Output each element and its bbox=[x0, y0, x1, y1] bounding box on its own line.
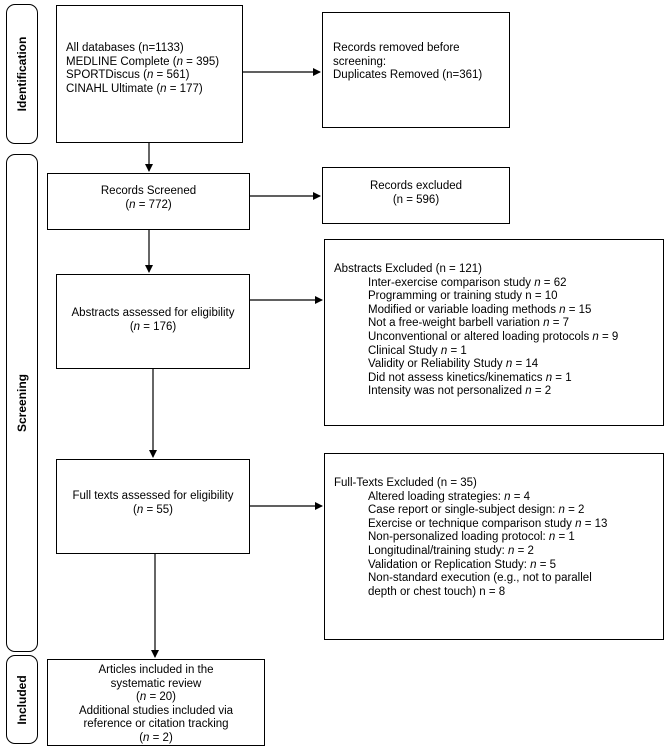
screened-count: (n = 772) bbox=[125, 198, 172, 211]
identification-line: MEDLINE Complete (n = 395) bbox=[66, 55, 220, 68]
fulltexts-excluded-item: depth or chest touch) n = 8 bbox=[368, 585, 506, 598]
abstracts-excluded-item: Programming or training study n = 10 bbox=[368, 290, 558, 303]
removed-line-1: Records removed before bbox=[333, 42, 460, 54]
fulltexts-excluded-item: Validation or Replication Study: n = 5 bbox=[368, 558, 557, 571]
fulltexts-excluded-item: Case report or single-subject design: n … bbox=[368, 504, 585, 517]
abstracts-excluded-title: Abstracts Excluded (n = 121) bbox=[334, 263, 482, 275]
fulltexts-excluded-item: Exercise or technique comparison study n… bbox=[368, 517, 608, 530]
abstracts-excluded-item: Validity or Reliability Study n = 14 bbox=[368, 358, 539, 371]
excluded-count: (n = 596) bbox=[392, 193, 440, 206]
abstracts-count: (n = 176) bbox=[129, 320, 177, 333]
removed-line-3: Duplicates Removed (n=361) bbox=[333, 69, 483, 82]
abstracts-excluded-item: Unconventional or altered loading protoc… bbox=[368, 330, 619, 343]
abstracts-excluded-item: Inter-exercise comparison study n = 62 bbox=[368, 276, 567, 289]
fulltexts-excluded-title: Full-Texts Excluded (n = 35) bbox=[334, 477, 477, 489]
fulltexts-excluded-item: Non-personalized loading protocol: n = 1 bbox=[368, 531, 575, 544]
records-removed-box: Records removed before screening: Duplic… bbox=[322, 12, 510, 128]
abstracts-excluded-box: Abstracts Excluded (n = 121) Inter-exerc… bbox=[324, 239, 664, 426]
fulltexts-title: Full texts assessed for eligibility bbox=[72, 490, 234, 502]
abstracts-excluded-item: Modified or variable loading methods n =… bbox=[368, 303, 592, 316]
fulltexts-excluded-item: Altered loading strategies: n = 4 bbox=[368, 490, 531, 503]
removed-line-2: screening: bbox=[333, 55, 387, 68]
included-line: systematic review bbox=[110, 677, 202, 690]
included-line: Additional studies included via bbox=[78, 704, 234, 717]
stage-included: Included bbox=[6, 655, 38, 744]
stage-identification: Identification bbox=[6, 4, 38, 144]
abstracts-excluded-item: Not a free-weight barbell variation n = … bbox=[368, 317, 570, 330]
screened-title: Records Screened bbox=[100, 185, 197, 197]
identification-line: CINAHL Ultimate (n = 177) bbox=[66, 82, 203, 95]
included-line: (n = 20) bbox=[136, 691, 176, 704]
abstracts-assessed-box: Abstracts assessed for eligibility (n = … bbox=[56, 274, 250, 369]
fulltexts-assessed-box: Full texts assessed for eligibility (n =… bbox=[56, 459, 250, 554]
abstracts-excluded-item: Did not assess kinetics/kinematics n = 1 bbox=[368, 371, 572, 384]
included-line: (n = 2) bbox=[139, 731, 173, 744]
fulltexts-excluded-item: Non-standard execution (e.g., not to par… bbox=[368, 572, 592, 585]
abstracts-excluded-item: Clinical Study n = 1 bbox=[368, 344, 467, 357]
abstracts-excluded-item: Intensity was not personalized n = 2 bbox=[368, 385, 552, 398]
identification-line: SPORTDiscus (n = 561) bbox=[66, 69, 190, 82]
excluded-title: Records excluded bbox=[369, 180, 463, 192]
included-line: reference or citation tracking bbox=[83, 718, 229, 731]
abstracts-title: Abstracts assessed for eligibility bbox=[71, 307, 235, 319]
identification-line: All databases (n=1133) bbox=[66, 42, 184, 54]
records-screened-box: Records Screened (n = 772) bbox=[47, 173, 250, 230]
records-excluded-box: Records excluded (n = 596) bbox=[322, 167, 510, 224]
stage-screening: Screening bbox=[6, 154, 38, 652]
fulltexts-excluded-item: Longitudinal/training study: n = 2 bbox=[368, 544, 534, 557]
fulltexts-count: (n = 55) bbox=[133, 503, 173, 516]
identification-box: All databases (n=1133)MEDLINE Complete (… bbox=[56, 5, 243, 143]
included-line: Articles included in the bbox=[98, 664, 214, 676]
identification-lines: All databases (n=1133)MEDLINE Complete (… bbox=[66, 42, 242, 96]
fulltexts-excluded-box: Full-Texts Excluded (n = 35) Altered loa… bbox=[324, 453, 664, 640]
